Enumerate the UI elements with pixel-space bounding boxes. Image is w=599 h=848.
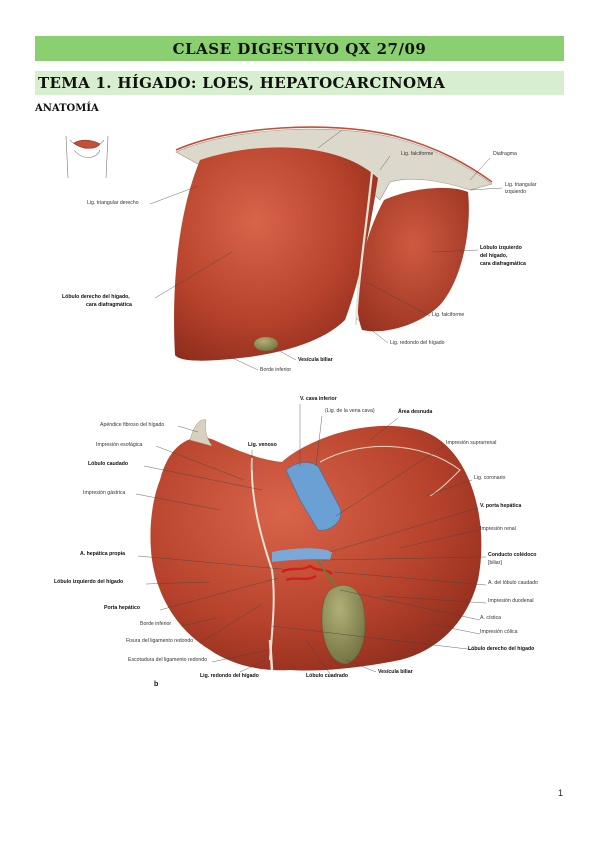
- label-escotadura: Escotadura del ligamento redondo: [128, 657, 208, 663]
- label-lobulo-derecho-2: cara diafragmática: [86, 302, 132, 308]
- label-lig-venoso: Lig. venoso: [248, 442, 277, 448]
- figure-letter: b: [154, 681, 159, 688]
- hepatic-artery-shape: [281, 564, 333, 582]
- label-lig-falciforme-top: Lig. falciforme: [401, 151, 434, 157]
- label-lig-vena-cava: (Lig. de la vena cava): [325, 408, 375, 414]
- label-lobulo-izquierdo-1: Lóbulo izquierdo: [480, 245, 522, 251]
- label-a-cistica: A. cística: [480, 615, 502, 621]
- label-vesicula-top: Vesícula biliar: [298, 357, 333, 363]
- label-biliar: [biliar]: [488, 560, 502, 566]
- label-lobulo-izquierdo: Lóbulo izquierdo del hígado: [54, 579, 124, 585]
- right-lobe-shape: [174, 147, 378, 361]
- label-impresion-suprarrenal: Impresión suprarrenal: [446, 440, 497, 446]
- label-lobulo-izquierdo-3: cara diafragmática: [480, 261, 526, 267]
- label-diafragma: Diafragma: [493, 151, 517, 157]
- label-lobulo-caudado: Lóbulo caudado: [88, 461, 129, 467]
- label-area-desnuda: Área desnuda: [398, 409, 433, 415]
- label-apendice-fibroso: Apéndice fibroso del hígado: [100, 422, 165, 428]
- label-lobulo-derecho-1: Lóbulo derecho del hígado,: [62, 294, 130, 300]
- label-lobulo-izquierdo-2: del hígado,: [480, 253, 508, 259]
- label-v-cava: V. cava inferior: [300, 396, 337, 402]
- label-impresion-renal: Impresión renal: [480, 526, 516, 532]
- label-porta-hepatico: Porta hepático: [104, 605, 141, 611]
- document-title: CLASE DIGESTIVO QX 27/09: [35, 36, 564, 61]
- label-vesicula-bottom: Vesícula biliar: [378, 669, 413, 675]
- label-fisura-lig-redondo: Fisura del ligamento redondo: [126, 638, 194, 644]
- label-borde-inferior-top: Borde inferior: [260, 367, 292, 373]
- label-a-hepatica: A. hepática propia: [80, 551, 125, 557]
- torso-orientation-icon: [65, 135, 109, 179]
- label-impresion-esofagica: Impresión esofágica: [96, 442, 143, 448]
- section-heading: ANATOMÍA: [35, 103, 99, 114]
- label-lobulo-cuadrado: Lóbulo cuadrado: [306, 673, 349, 679]
- left-lobe-shape: [357, 187, 469, 332]
- page-number: 1: [558, 788, 564, 798]
- label-a-lobulo-caudado: A. del lóbulo caudado: [488, 580, 538, 586]
- label-v-porta: V. porta hepática: [480, 503, 522, 509]
- label-impresion-duodenal: Impresión duodenal: [488, 598, 534, 604]
- label-conducto-coledoco: Conducto colédoco: [488, 552, 537, 558]
- label-borde-inferior-bottom: Borde inferior: [140, 621, 172, 627]
- label-impresion-gastrica: Impresión gástrica: [83, 490, 126, 496]
- topic-heading: TEMA 1. HÍGADO: LOES, HEPATOCARCINOMA: [35, 71, 564, 95]
- label-impresion-colica: Impresión cólica: [480, 629, 518, 635]
- inferior-vena-cava-shape: [285, 462, 341, 531]
- label-lig-triangular-izquierdo-1: Lig. triangular: [505, 182, 537, 188]
- label-lig-redondo-top: Lig. redondo del hígado: [390, 340, 445, 346]
- portal-vein-shape: [272, 548, 332, 562]
- label-lig-redondo-bottom: Lig. redondo del hígado: [200, 673, 259, 679]
- visceral-liver-shape: [150, 425, 482, 671]
- gallbladder-shape: [321, 585, 366, 665]
- label-lig-coronario: Lig. coronario: [474, 475, 506, 481]
- gallbladder-tip-shape: [254, 337, 278, 351]
- label-lobulo-derecho: Lóbulo derecho del hígado: [468, 646, 535, 652]
- label-lig-triangular-derecho: Lig. triangular derecho: [87, 200, 139, 206]
- label-lig-falciforme-bottom: Lig. falciforme: [432, 312, 465, 318]
- label-lig-triangular-izquierdo-2: izquierdo: [505, 189, 527, 195]
